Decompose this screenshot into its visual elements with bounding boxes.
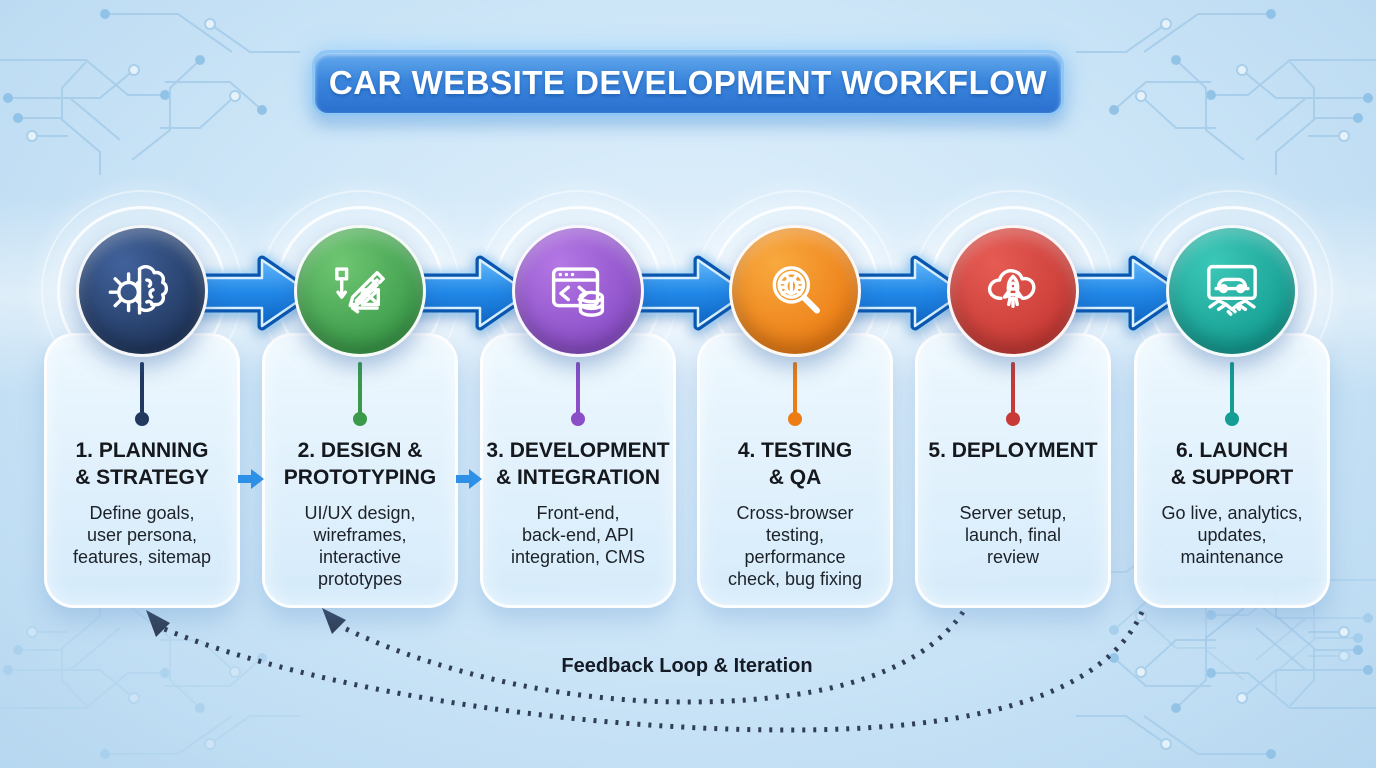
step-circle [947, 225, 1079, 357]
feedback-loop-label: Feedback Loop & Iteration [561, 655, 813, 677]
step-title: 3. DEVELOPMENT & INTEGRATION [486, 439, 670, 489]
step-title: 4. TESTING & QA [737, 439, 853, 489]
step-card [44, 333, 240, 608]
title-arrow-1-2 [238, 469, 264, 489]
connector-dot [135, 412, 149, 426]
connector-stem [793, 362, 797, 414]
step-circle [512, 225, 644, 357]
step-circle [1166, 225, 1298, 357]
page-title: CAR WEBSITE DEVELOPMENT WORKFLOW [328, 64, 1048, 101]
connector-dot [571, 412, 585, 426]
car-handshake-icon [1207, 264, 1257, 316]
step-title: 6. LAUNCH & SUPPORT [1170, 439, 1294, 489]
design-pencil-icon [335, 267, 385, 314]
step-circle [294, 225, 426, 357]
title-arrow-2-3 [456, 469, 482, 489]
gear-brain-icon [108, 265, 169, 315]
step-description: UI/UX design, wireframes, interactive pr… [304, 503, 416, 589]
step-development-integration: 3. DEVELOPMENT & INTEGRATION Front-end, … [463, 0, 693, 768]
cloud-rocket-icon [987, 268, 1036, 308]
code-database-icon [551, 267, 605, 317]
step-title: 5. DEPLOYMENT [928, 439, 1098, 462]
connector-dot [788, 412, 802, 426]
step-title: 2. DESIGN & PROTOTYPING [283, 439, 437, 489]
step-description: Server setup, launch, final review [959, 503, 1067, 567]
step-description: Front-end, back-end, API integration, CM… [510, 503, 646, 567]
step-circle [729, 225, 861, 357]
step-title: 1. PLANNING & STRATEGY [75, 439, 209, 489]
step-deployment: 5. DEPLOYMENT Server setup, launch, fina… [898, 0, 1128, 768]
workflow-arrow-3-4 [623, 255, 751, 331]
step-launch-support: 6. LAUNCH & SUPPORT Go live, analytics, … [1117, 0, 1347, 768]
bug-magnifier-icon [772, 266, 820, 314]
connector-stem [358, 362, 362, 414]
step-testing-qa: 4. TESTING & QA Cross-browser testing, p… [680, 0, 910, 768]
connector-stem [1011, 362, 1015, 414]
workflow-arrow-1-2 [187, 255, 315, 331]
connector-dot [1225, 412, 1239, 426]
connector-stem [140, 362, 144, 414]
connector-stem [1230, 362, 1234, 414]
connector-stem [576, 362, 580, 414]
step-description: Cross-browser testing, performance check… [727, 503, 863, 589]
connector-dot [1006, 412, 1020, 426]
title-banner: CAR WEBSITE DEVELOPMENT WORKFLOW [312, 50, 1064, 116]
step-planning-strategy: 1. PLANNING & STRATEGY Define goals, use… [27, 0, 257, 768]
step-description: Go live, analytics, updates, maintenance [1161, 503, 1303, 567]
step-circle [76, 225, 208, 357]
step-description: Define goals, user persona, features, si… [72, 503, 212, 567]
connector-dot [353, 412, 367, 426]
